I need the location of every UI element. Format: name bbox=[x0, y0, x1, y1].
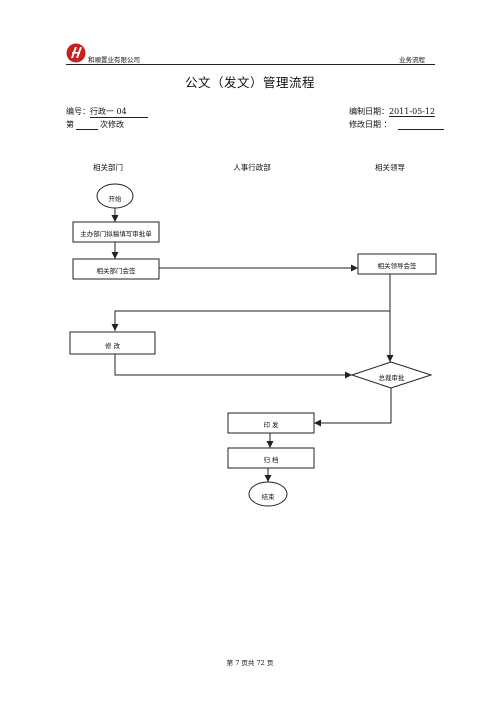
compile-date-value: 2011-05-12 bbox=[389, 107, 436, 117]
compile-date-row: 编制日期：2011-05-12 bbox=[349, 106, 436, 117]
lane-related-dept: 相关部门 bbox=[93, 163, 123, 172]
revision-blank bbox=[76, 120, 98, 130]
modify-date-row: 修改日期 ： bbox=[349, 119, 444, 130]
arrow-gm-issue bbox=[314, 388, 392, 427]
section-name: 业务流程 bbox=[399, 56, 425, 64]
doc-number-label: 编号： bbox=[66, 107, 90, 116]
doc-number-row: 编号：行政一 04 bbox=[66, 106, 148, 118]
revise-box bbox=[69, 331, 156, 355]
draft-box bbox=[72, 221, 160, 243]
revision-row: 第 次修改 bbox=[66, 119, 124, 130]
leader-sign-label: 相关领导会签 bbox=[377, 262, 417, 270]
revision-prefix: 第 bbox=[66, 120, 74, 129]
dept-sign-label: 相关部门会签 bbox=[96, 267, 136, 275]
gm-approve-diamond bbox=[350, 361, 433, 389]
document-title: 公文（发文）管理流程 bbox=[184, 75, 315, 90]
gm-approve-label: 总裁审批 bbox=[378, 374, 405, 382]
revise-label: 修 改 bbox=[104, 342, 121, 350]
lane-leaders: 相关领导 bbox=[375, 163, 405, 172]
doc-number-value: 行政一 04 bbox=[90, 106, 148, 118]
draft-label: 主办部门拟稿填写审批单 bbox=[80, 230, 152, 238]
header-rule bbox=[66, 64, 435, 65]
compile-date-label: 编制日期： bbox=[349, 107, 389, 116]
revision-suffix: 次修改 bbox=[100, 120, 124, 129]
start-label: 开始 bbox=[108, 195, 122, 203]
leader-sign-box bbox=[357, 253, 437, 275]
arrow-revise-gm bbox=[114, 354, 352, 379]
issue-box bbox=[227, 412, 315, 434]
lane-hr-admin: 人事行政部 bbox=[233, 163, 271, 172]
end-label: 结束 bbox=[261, 493, 275, 501]
arrow-feedback-revise bbox=[111, 310, 390, 331]
end-node bbox=[248, 481, 288, 507]
archive-box bbox=[227, 447, 315, 469]
page-footer: 第 7 页共 72 页 bbox=[226, 659, 274, 667]
company-logo bbox=[66, 43, 86, 63]
dept-sign-box bbox=[72, 258, 160, 280]
modify-date-blank bbox=[397, 120, 444, 130]
archive-label: 归 档 bbox=[263, 456, 279, 464]
modify-date-label: 修改日期 ： bbox=[349, 120, 392, 129]
company-name: 和順置业有限公司 bbox=[88, 56, 140, 64]
issue-label: 印 发 bbox=[263, 421, 279, 429]
